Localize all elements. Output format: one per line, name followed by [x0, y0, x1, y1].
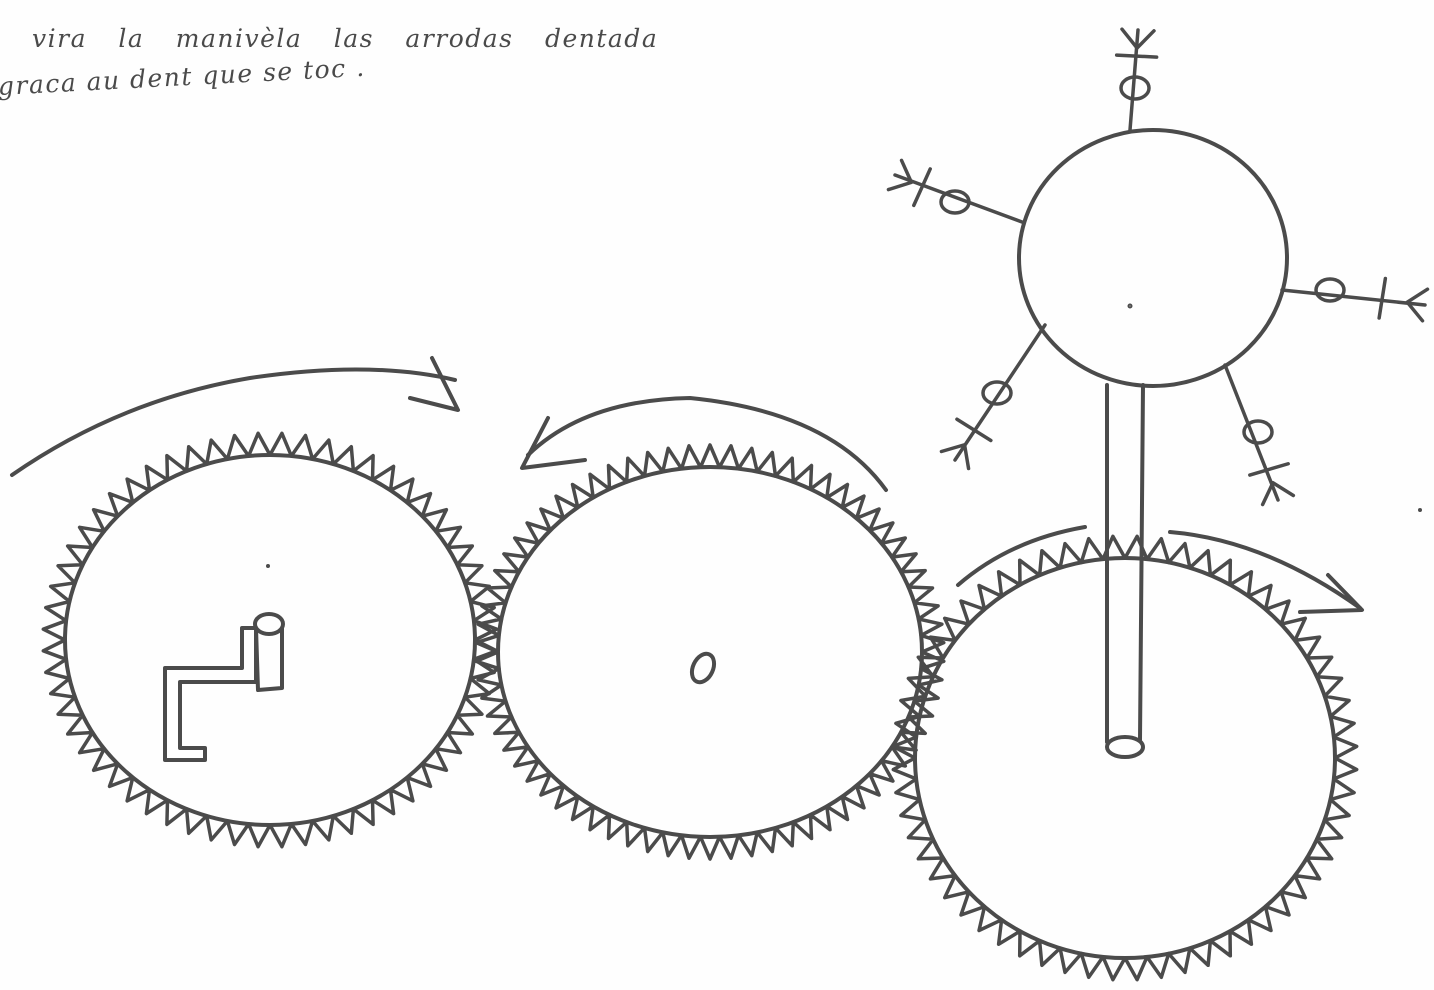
spoke-crossbar-4 [957, 419, 991, 440]
middle-gear [476, 445, 944, 859]
middle-gear-teeth [476, 445, 944, 859]
spoke-fork-4 [941, 445, 968, 469]
spoke-2 [895, 175, 1022, 222]
spoke-crossbar-1 [1117, 55, 1157, 57]
crank-gear [43, 433, 496, 846]
spoke-4 [955, 325, 1045, 460]
spoke-ring-3 [1316, 279, 1344, 301]
windmill-wheel [1019, 130, 1287, 386]
middle-gear-axle [688, 650, 719, 686]
spoke-5 [1225, 365, 1278, 500]
arrow-middle-gear-head [522, 418, 585, 468]
arrow-middle-gear [528, 398, 886, 490]
spoke-ring-5 [1244, 421, 1272, 443]
arrow-left-gear-head [410, 358, 458, 410]
crank-gear-teeth [43, 433, 496, 846]
crank-gear-rim [65, 455, 475, 825]
wheel-spokes [888, 29, 1427, 504]
crank-handle [165, 614, 283, 760]
arrow-right-gear-right-head [1300, 575, 1362, 612]
spoke-3 [1282, 290, 1425, 305]
middle-gear-rim [498, 467, 922, 837]
drive-shaft [1107, 385, 1143, 757]
spoke-ring-4 [983, 382, 1011, 404]
spoke-crossbar-3 [1379, 278, 1385, 318]
